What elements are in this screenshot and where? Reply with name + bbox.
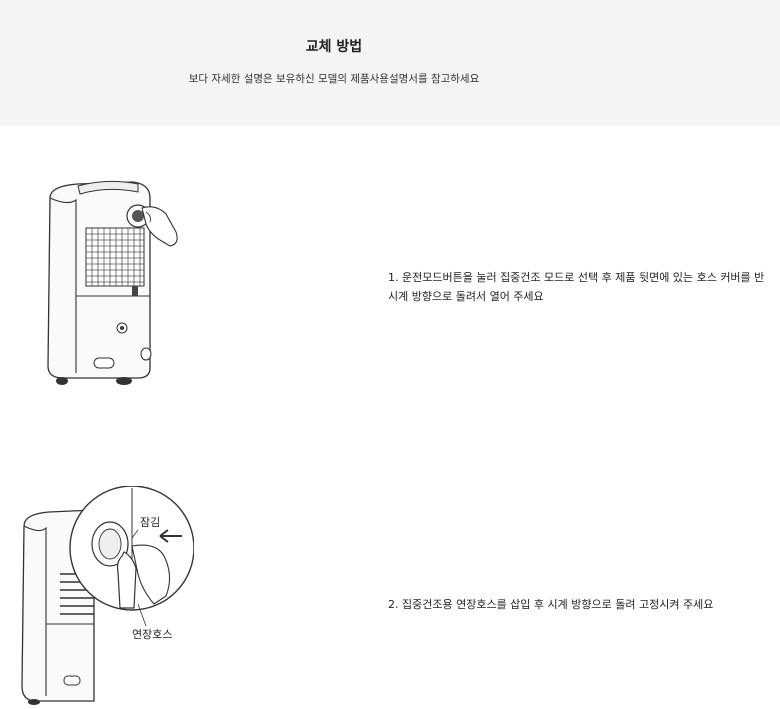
page-subtitle: 보다 자세한 설명은 보유하신 모델의 제품사용설명서를 참고하세요 [188, 73, 480, 85]
header-banner: 교체 방법 보다 자세한 설명은 보유하신 모델의 제품사용설명서를 참고하세요 [0, 0, 780, 126]
step1-dehumidifier-illustration [38, 178, 188, 388]
hose-callout-label: 연장호스 [132, 628, 172, 641]
step1-instruction: 1. 운전모드버튼을 눌러 집중건조 모드로 선택 후 제품 뒷면에 있는 호스… [388, 271, 765, 303]
step2-instruction: 2. 집중건조용 연장호스를 삽입 후 시계 방향으로 돌려 고정시켜 주세요 [388, 598, 714, 611]
page-title: 교체 방법 [305, 39, 363, 55]
lock-callout-label: 잠김 [140, 516, 160, 529]
step2-dehumidifier-illustration: 잠김 연장호스 [14, 486, 194, 706]
